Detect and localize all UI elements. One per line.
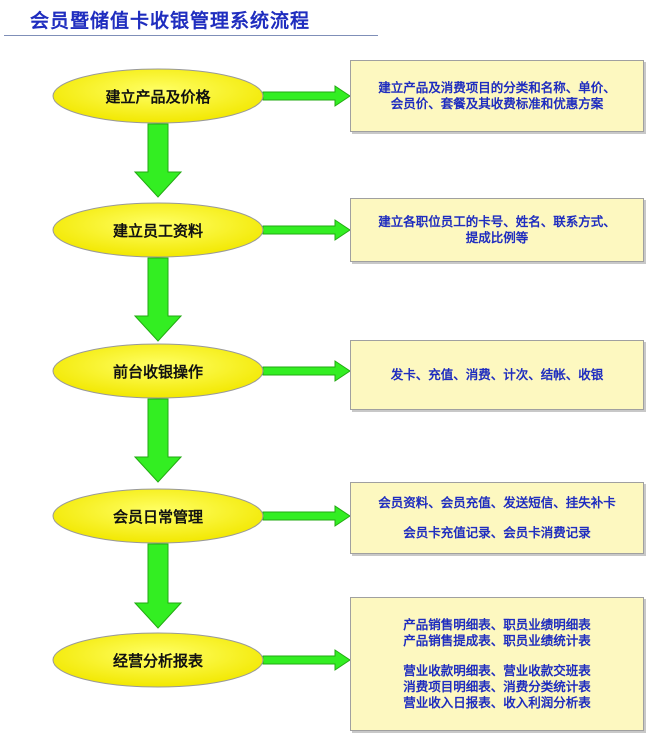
detail-box-cashier: 发卡、充值、消费、计次、结帐、收银 (350, 340, 644, 410)
detail-line: 营业收入日报表、收入利润分析表 (403, 695, 591, 710)
step-ellipse-4 (52, 488, 264, 544)
detail-box-staff: 建立各职位员工的卡号、姓名、联系方式、 提成比例等 (350, 198, 644, 262)
right-arrow-2 (262, 219, 351, 241)
detail-line: 产品销售明细表、职员业绩明细表 (403, 617, 591, 632)
detail-box-reports: 产品销售明细表、职员业绩明细表 产品销售提成表、职员业绩统计表 营业收款明细表、… (350, 597, 644, 731)
detail-box-members: 会员资料、会员充值、发送短信、挂失补卡 会员卡充值记录、会员卡消费记录 (350, 482, 644, 554)
right-arrow-3 (262, 360, 351, 382)
right-arrow-1 (262, 85, 351, 107)
step-label-4: 会员日常管理 (112, 507, 203, 526)
detail-line: 建立产品及消费项目的分类和名称、单价、 (378, 80, 616, 95)
step-label-5: 经营分析报表 (112, 651, 203, 670)
detail-line: 会员资料、会员充值、发送短信、挂失补卡 (378, 495, 616, 510)
down-arrow-4 (133, 543, 183, 629)
title-underline (4, 35, 378, 36)
detail-line: 营业收款明细表、营业收款交班表 (403, 663, 591, 678)
step-label-1: 建立产品及价格 (105, 87, 211, 106)
page-title: 会员暨储值卡收银管理系统流程 (30, 10, 311, 32)
detail-line: 提成比例等 (465, 230, 529, 245)
detail-line: 消费项目明细表、消费分类统计表 (403, 679, 591, 694)
step-ellipse-1 (52, 68, 264, 124)
down-arrow-2 (133, 257, 183, 342)
step-ellipse-3 (52, 343, 264, 399)
step-label-3: 前台收银操作 (112, 362, 203, 381)
detail-box-products: 建立产品及消费项目的分类和名称、单价、 会员价、套餐及其收费标准和优惠方案 (350, 60, 644, 132)
detail-line: 产品销售提成表、职员业绩统计表 (403, 633, 591, 648)
step-label-2: 建立员工资料 (112, 221, 203, 240)
detail-line: 会员卡充值记录、会员卡消费记录 (403, 525, 591, 540)
step-ellipse-2 (52, 202, 264, 258)
detail-line: 建立各职位员工的卡号、姓名、联系方式、 (378, 214, 616, 229)
detail-line: 发卡、充值、消费、计次、结帐、收银 (390, 367, 604, 382)
right-arrow-4 (262, 505, 351, 527)
down-arrow-1 (133, 123, 183, 198)
right-arrow-5 (262, 649, 351, 671)
step-ellipse-5 (52, 632, 264, 688)
down-arrow-3 (133, 398, 183, 483)
detail-line: 会员价、套餐及其收费标准和优惠方案 (390, 96, 604, 111)
